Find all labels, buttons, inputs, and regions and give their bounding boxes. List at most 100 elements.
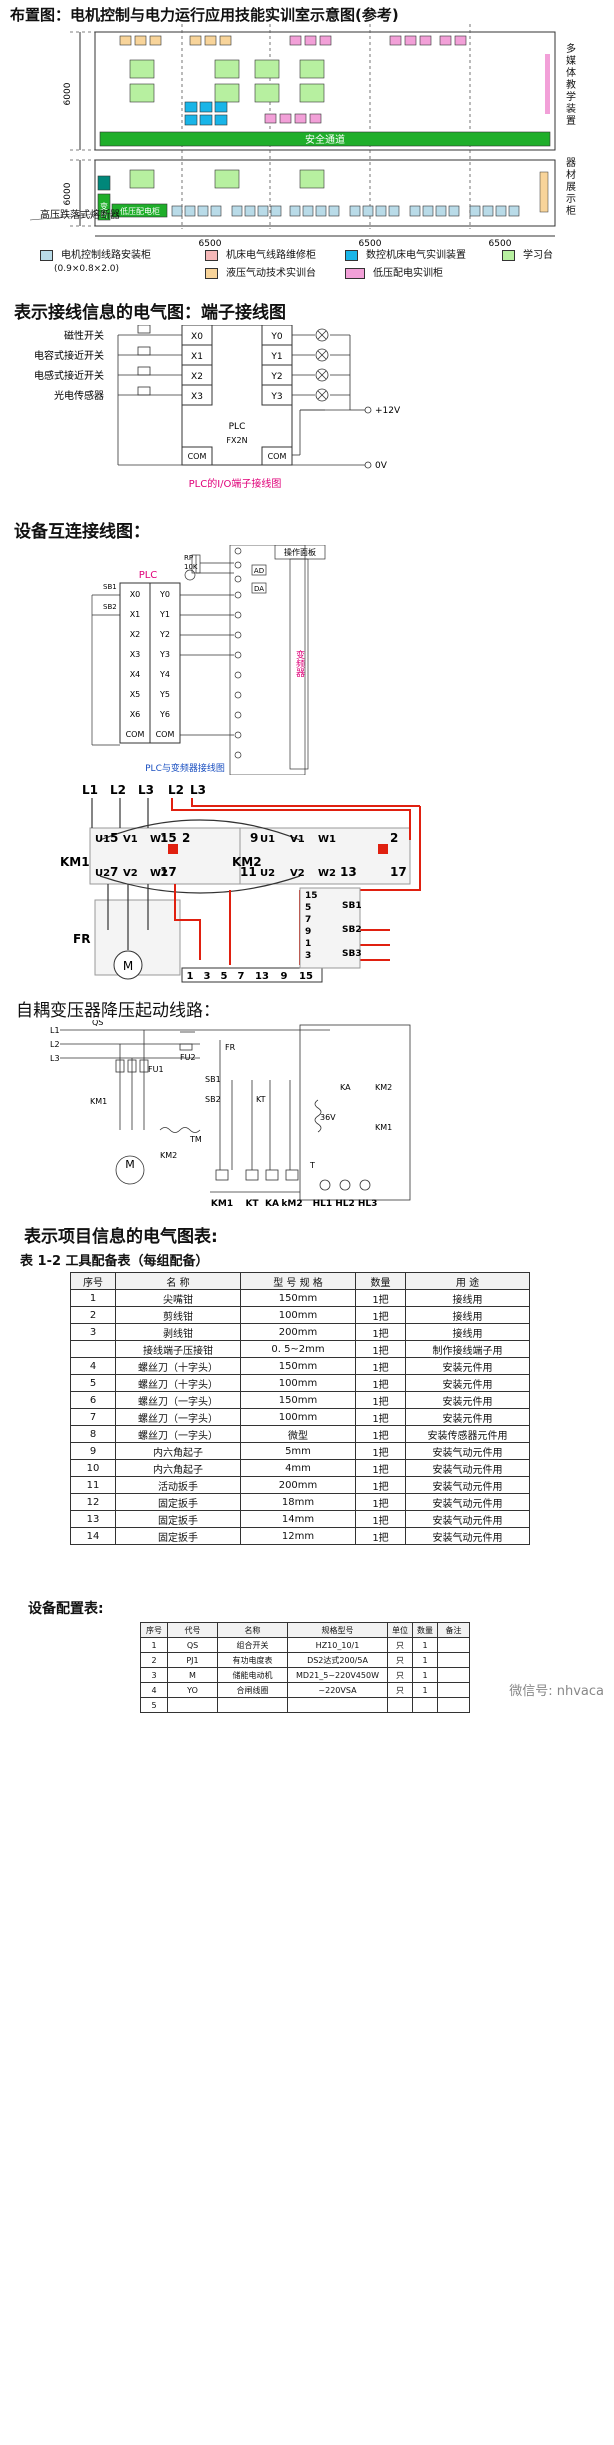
svg-text:15: 15 [299,971,313,982]
svg-text:7: 7 [305,915,311,925]
svg-text:5: 5 [110,831,118,845]
svg-text:13: 13 [340,865,357,879]
svg-text:V1: V1 [290,834,305,845]
svg-text:Y3: Y3 [159,650,170,659]
svg-text:V2: V2 [290,868,305,879]
svg-text:13: 13 [255,971,269,982]
svg-text:9: 9 [281,971,288,982]
contactor-diagram: L1 L2 L3 L2 L3 KM1 KM2 FR M U1 V1 W1 U1 … [60,783,421,983]
svg-text:X2: X2 [130,630,141,639]
sensor-inductive: 电感式接近开关 [34,369,104,382]
svg-text:L1: L1 [50,1026,60,1035]
svg-text:5: 5 [305,903,311,913]
legend-item: 机床电气线路维修柜 [205,246,316,261]
svg-text:L2: L2 [168,783,184,797]
tools-heading: 表示项目信息的电气图表: [24,1227,218,1247]
terminal-diagram: X0 X1 X2 X3 Y0 Y1 Y2 Y3 PLC FX2N COM COM… [34,325,401,490]
plc-output-y1: Y1 [270,352,282,362]
svg-text:Y4: Y4 [159,670,170,679]
svg-text:KM2: KM2 [160,1151,177,1160]
plc-input-x2: X2 [191,372,203,382]
legend-swatch-icon [40,249,53,261]
svg-text:KM1: KM1 [90,1097,107,1106]
svg-text:Y6: Y6 [159,710,170,719]
dim-6000-top: 6000 [63,82,73,105]
plc-com-left: COM [188,452,207,461]
sensor-capacitive: 电容式接近开关 [34,349,104,362]
svg-text:SB1: SB1 [342,901,362,911]
legend-swatch-icon [345,249,358,261]
svg-text:9: 9 [305,927,311,937]
autotransformer-heading: 自耦变压器降压起动线路： [16,1001,220,1021]
dim-6500-a: 6500 [199,239,222,249]
svg-text:W1: W1 [318,834,336,845]
sensor-magnetic: 磁性开关 [64,329,104,342]
svg-text:17: 17 [390,865,407,879]
svg-text:15: 15 [160,831,177,845]
plc-com-right: COM [268,452,287,461]
vfd-label: 变频器 [294,649,305,677]
breaker-label: 高压跌落式熔断器 [40,210,120,221]
plc-input-x0: X0 [191,332,203,342]
table-header-row: 序号 代号 名称 规格型号 单位 数量 备注 [140,1622,470,1638]
svg-text:36V: 36V [320,1113,336,1122]
svg-text:L2: L2 [110,783,126,797]
dim-6500-b: 6500 [359,239,382,249]
legend-item: 电机控制线路安装柜 [40,246,151,261]
svg-text:17: 17 [160,865,177,879]
svg-text:Y0: Y0 [159,590,170,599]
svg-text:FR: FR [225,1043,236,1052]
dim-6000-bottom: 6000 [63,182,73,205]
svg-text:KT: KT [245,1199,259,1209]
rp-value: 10K [184,563,198,571]
svg-text:KA: KA [340,1083,351,1092]
svg-text:SB3: SB3 [342,949,362,959]
svg-text:T: T [309,1161,315,1170]
svg-text:9: 9 [250,831,258,845]
interconnect-heading: 设备互连接线图： [14,522,150,542]
svg-text:COM: COM [156,730,175,739]
svg-text:L3: L3 [50,1054,60,1063]
plc-model: FX2N [226,436,247,445]
watermark: 微信号: nhvaca [509,1684,604,1699]
svg-text:U1: U1 [95,834,110,845]
multimedia-label: 多媒体教学装置 [566,44,576,127]
terminal-v12: +12V [375,406,401,416]
svg-text:2: 2 [390,831,398,845]
legend-note: (0.9×0.8×2.0) [54,264,120,274]
layout-heading: 布置图：电机控制与电力运行应用技能实训室示意图(参考) [10,6,399,24]
svg-text:1: 1 [305,939,311,949]
terminal-v0: 0V [375,461,388,471]
svg-text:7: 7 [238,971,245,982]
svg-text:7: 7 [110,865,118,879]
low-cabinet-label: 低压配电柜 [120,206,160,216]
dim-6500-c: 6500 [489,239,512,249]
tools-caption: 表 1-2 工具配备表（每组配备） [20,1254,209,1269]
plc-input-x3: X3 [191,392,203,402]
autotransformer-diagram: L1 L2 L3 QS FU1 FU2 FR SB1 SB2 KM1 KM2 K… [50,1020,411,1209]
plc-title: PLC [139,570,158,581]
svg-text:FU2: FU2 [180,1053,196,1062]
legend-item: 学习台 [502,246,553,261]
svg-text:V2: V2 [123,868,138,879]
table-header-row: 序号 名 称 型 号 规 格 数量 用 途 [70,1272,530,1290]
svg-text:W2: W2 [150,868,168,879]
table-row: 5 [140,1697,470,1713]
svg-text:TM: TM [189,1135,202,1144]
display-cabinet-label: 器材展示柜 [566,158,576,217]
legend-swatch-icon [205,267,218,279]
vfd-caption: PLC与变频器接线图 [145,762,225,774]
svg-text:L3: L3 [138,783,154,797]
